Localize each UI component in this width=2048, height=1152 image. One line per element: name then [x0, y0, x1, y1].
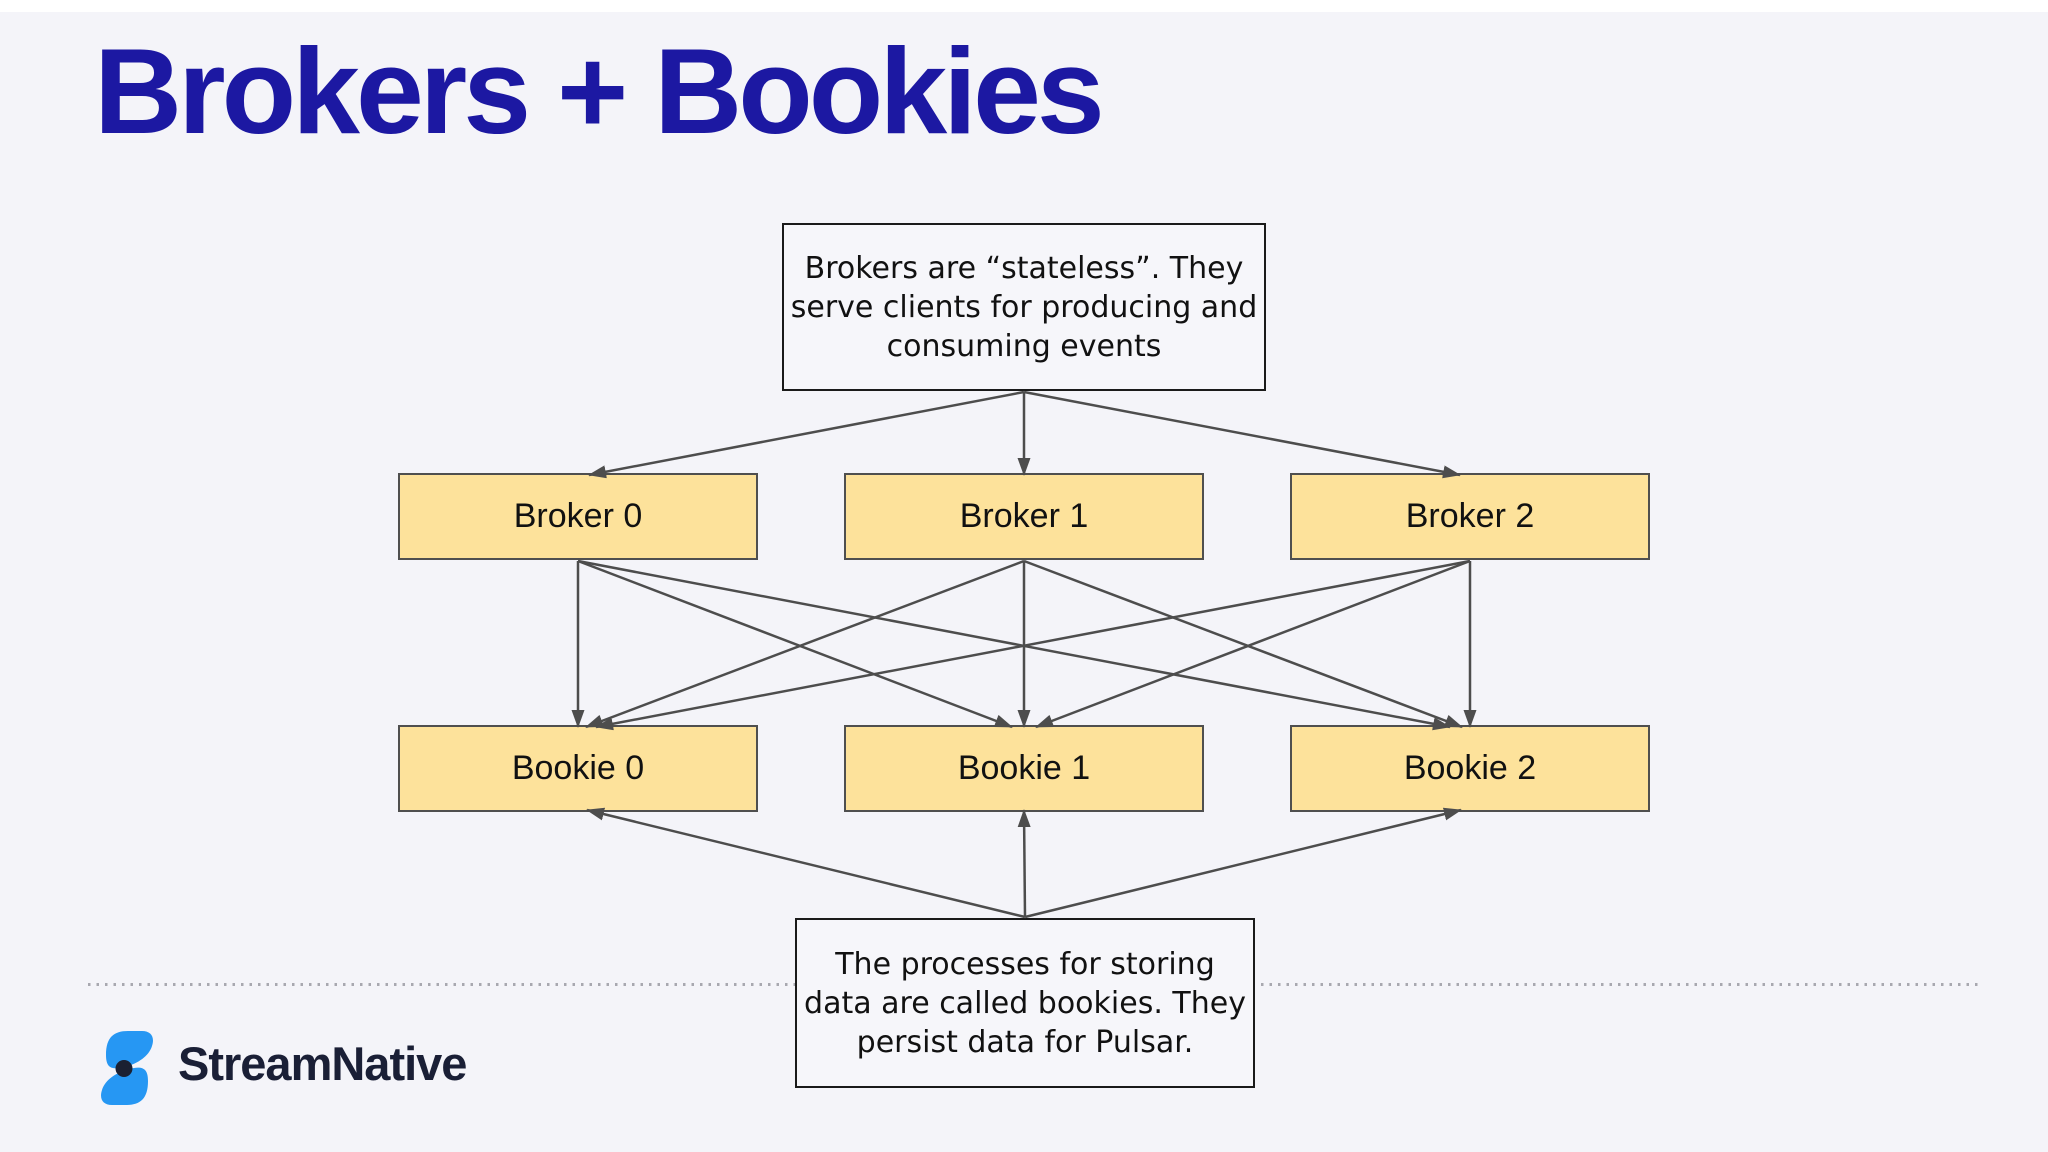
- note-brokers-stateless: Brokers are “stateless”. They serve clie…: [782, 223, 1266, 391]
- edge-note-broker2: [1023, 390, 1461, 479]
- edge-note-bookie2: [1024, 807, 1462, 919]
- edge-b1-k2: [1023, 559, 1463, 729]
- node-broker-1: Broker 1: [844, 473, 1204, 560]
- note-bookies-storage: The processes for storing data are calle…: [795, 918, 1255, 1088]
- edge-note-bookie1: [1017, 809, 1031, 918]
- node-broker-2: Broker 2: [1290, 473, 1650, 560]
- streamnative-logo-icon: [101, 1031, 153, 1105]
- node-bookie-1: Bookie 1: [844, 725, 1204, 812]
- edge-b2-k1: [1035, 559, 1471, 729]
- edge-b2-k0: [595, 559, 1471, 731]
- edge-note-broker0: [588, 390, 1025, 479]
- edge-b1-k0: [585, 559, 1025, 729]
- node-broker-0: Broker 0: [398, 473, 758, 560]
- edge-note-bookie0: [586, 807, 1026, 919]
- node-bookie-0: Bookie 0: [398, 725, 758, 812]
- node-bookie-2: Bookie 2: [1290, 725, 1650, 812]
- brand-wordmark: StreamNative: [178, 1037, 467, 1090]
- page-title: Brokers + Bookies: [94, 23, 1105, 159]
- top-band: [0, 0, 2048, 12]
- edge-b0-k2: [577, 559, 1451, 731]
- edge-b0-k1: [577, 559, 1013, 729]
